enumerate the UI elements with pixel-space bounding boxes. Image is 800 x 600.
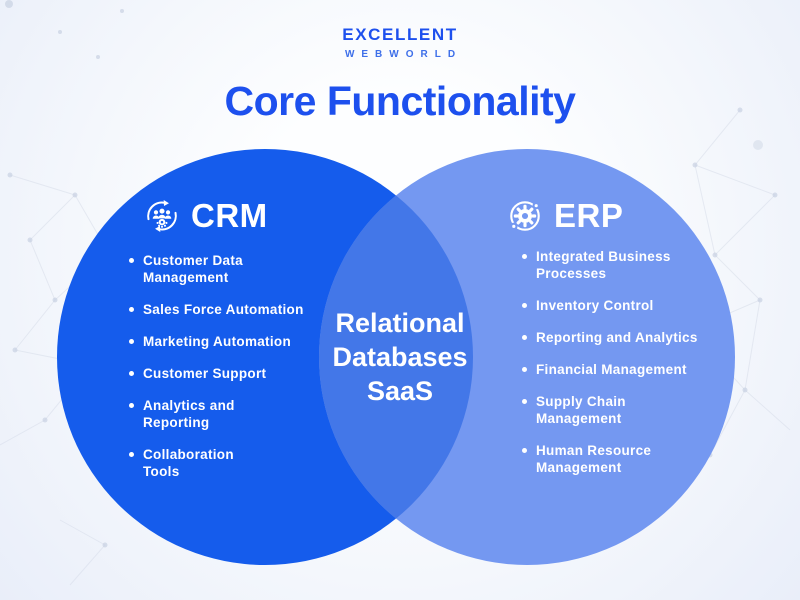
crm-feature-list: Customer Data Management Sales Force Aut… (129, 252, 321, 480)
bullet-dot (522, 254, 527, 259)
bullet-dot (522, 448, 527, 453)
erp-list-item: Reporting and Analytics (522, 329, 714, 346)
crm-list-item: Customer Data Management (129, 252, 321, 286)
bullet-dot (129, 258, 134, 263)
brand-name: EXCELLENT (342, 25, 458, 44)
overlap-lens (319, 149, 473, 565)
erp-list-item: Inventory Control (522, 297, 714, 314)
erp-list-item: Financial Management (522, 361, 714, 378)
erp-gear-orbit-icon (506, 197, 544, 235)
bullet-dot (522, 303, 527, 308)
crm-item-label: Marketing Automation (143, 334, 292, 349)
bullet-dot (522, 367, 527, 372)
page-title: Core Functionality (224, 78, 576, 124)
crm-item-label: Customer Support (143, 366, 267, 381)
crm-item-label: Analytics and Reporting (143, 398, 235, 430)
crm-label: CRM (191, 197, 268, 234)
erp-list-item: Supply Chain Management (522, 393, 714, 427)
crm-item-label: Customer Data Management (143, 253, 243, 285)
bullet-dot (129, 452, 134, 457)
erp-label: ERP (554, 197, 624, 234)
crm-item-label: Sales Force Automation (143, 302, 304, 317)
erp-item-label: Inventory Control (536, 298, 654, 313)
brand-tagline: WEBWORLD (344, 49, 463, 60)
overlap-label: Relational Databases SaaS (332, 308, 468, 406)
crm-item-label: Collaboration Tools (143, 447, 234, 479)
bullet-dot (129, 403, 134, 408)
bullet-dot (129, 307, 134, 312)
crm-heading: CRM (143, 197, 268, 235)
erp-item-label: Integrated Business Processes (536, 249, 671, 281)
bullet-dot (522, 335, 527, 340)
erp-item-label: Supply Chain Management (536, 394, 626, 426)
bullet-dot (129, 339, 134, 344)
crm-list-item: Marketing Automation (129, 333, 321, 350)
erp-item-label: Human Resource Management (536, 443, 652, 475)
crm-list-item: Sales Force Automation (129, 301, 321, 318)
bullet-dot (522, 399, 527, 404)
erp-item-label: Financial Management (536, 362, 687, 377)
crm-list-item: Collaboration Tools (129, 446, 321, 480)
crm-list-item: Analytics and Reporting (129, 397, 321, 431)
erp-feature-list: Integrated Business Processes Inventory … (522, 248, 714, 476)
bullet-dot (129, 371, 134, 376)
erp-item-label: Reporting and Analytics (536, 330, 698, 345)
brand-logo: EXCELLENT WEBWORLD (0, 25, 800, 60)
erp-list-item: Integrated Business Processes (522, 248, 714, 282)
crm-list-item: Customer Support (129, 365, 321, 382)
erp-list-item: Human Resource Management (522, 442, 714, 476)
crm-people-sync-icon (143, 197, 181, 235)
erp-heading: ERP (506, 197, 623, 235)
